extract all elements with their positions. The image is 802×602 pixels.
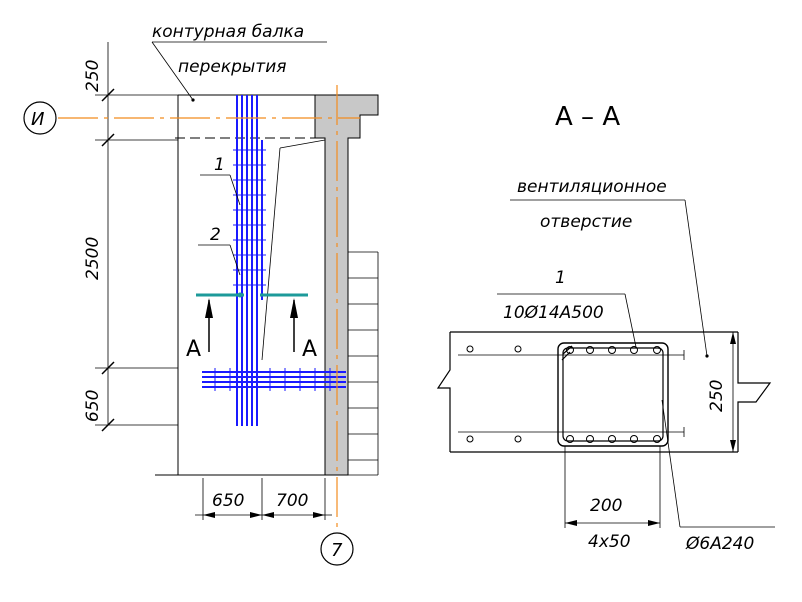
axis-marker-7 xyxy=(320,532,354,566)
cut-label-right: А xyxy=(302,337,317,362)
vent-label-line2: отверстие xyxy=(540,212,632,232)
stirrup-ticks xyxy=(233,149,266,286)
stirrup-spec-label: Ø6А240 xyxy=(685,534,754,554)
beam-leader-dot xyxy=(191,98,195,102)
beam-label-line1: контурная балка xyxy=(152,22,304,42)
dim-650-horizontal: 650 xyxy=(212,491,244,511)
position-callouts: 1 2 xyxy=(198,155,241,276)
section-title: А – А xyxy=(555,102,620,132)
bar-dots xyxy=(466,345,522,443)
vent-label: вентиляционное отверстие xyxy=(510,177,709,358)
axis-label-i: И xyxy=(31,109,44,130)
axis-i: И xyxy=(23,101,360,135)
sec-dim-200: 200 xyxy=(590,496,622,516)
section-height-dim: 250 xyxy=(707,332,736,452)
rebar-pos-label: 1 xyxy=(555,268,566,288)
wall-section xyxy=(261,94,379,476)
horizontal-dimensions: 650 700 xyxy=(195,478,332,520)
horizontal-rebars xyxy=(202,368,346,391)
dim-2500: 2500 xyxy=(83,237,103,280)
axis-label-7: 7 xyxy=(331,540,343,561)
beam-label-line2: перекрытия xyxy=(178,57,286,77)
dim-700: 700 xyxy=(276,491,308,511)
stirrup-callout: Ø6А240 xyxy=(661,399,775,554)
section-width-dim: 200 4х50 xyxy=(564,446,661,552)
cut-label-left: А xyxy=(186,337,201,362)
axis-marker-i xyxy=(23,101,57,135)
rebar-spec-label: 10Ø14А500 xyxy=(503,303,604,323)
dim-250: 250 xyxy=(83,60,103,92)
pos1-label: 1 xyxy=(214,155,225,175)
axis-7: 7 xyxy=(320,85,354,566)
vent-label-line1: вентиляционное xyxy=(517,177,667,197)
stirrup-cage xyxy=(557,342,669,447)
beam-section xyxy=(436,331,772,453)
rebar-callout: 1 10Ø14А500 xyxy=(497,268,637,348)
beam-label: контурная балка перекрытия xyxy=(151,22,327,102)
beam-leader xyxy=(151,41,194,101)
sec-dim-250: 250 xyxy=(707,380,727,412)
sec-dim-4x50: 4х50 xyxy=(588,532,631,552)
dim-650-vertical: 650 xyxy=(83,390,103,422)
section-cut-aa: А А xyxy=(186,292,317,362)
vertical-dimensions: 250 2500 650 xyxy=(83,42,178,432)
pos2-label: 2 xyxy=(210,225,221,245)
